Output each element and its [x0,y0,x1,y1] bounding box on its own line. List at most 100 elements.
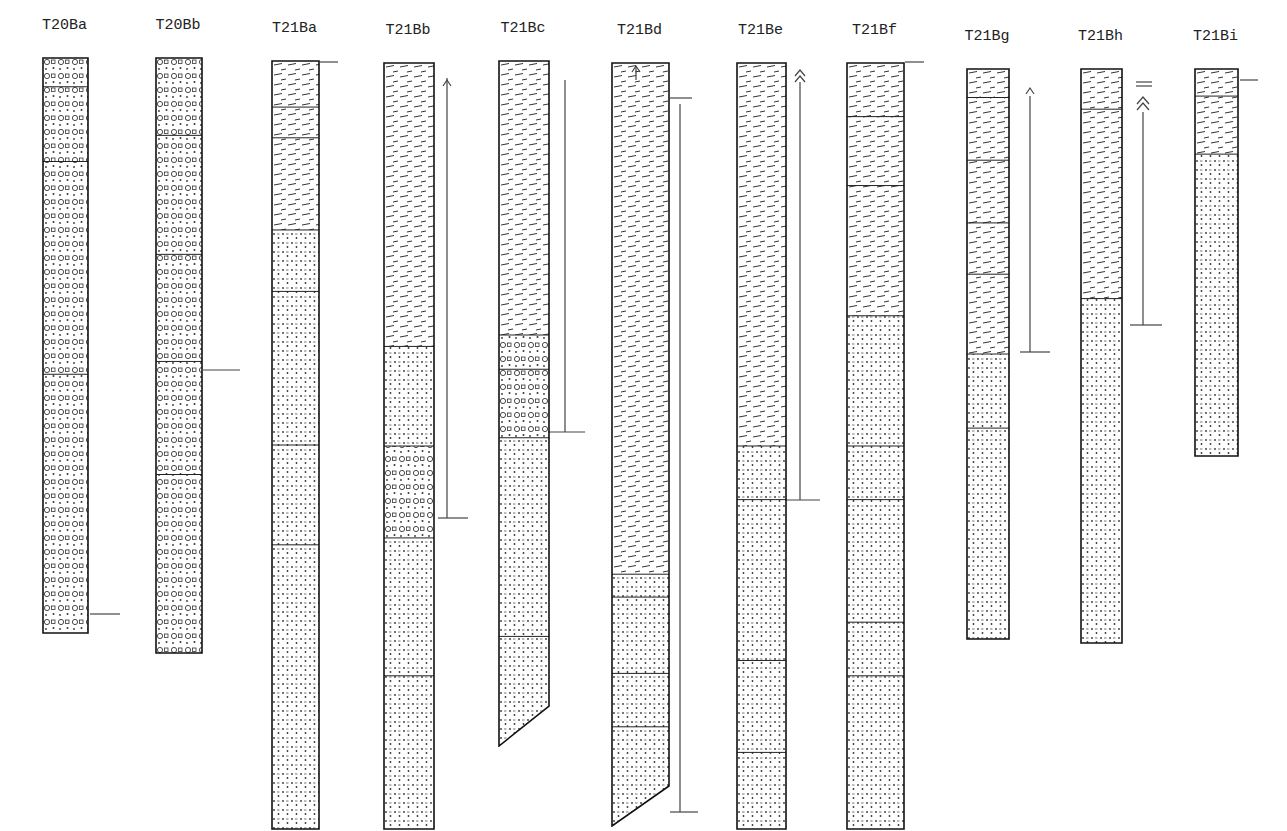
lithology-fill [737,446,786,829]
column-label: T21Bf [852,22,897,39]
lithology-fill [499,335,549,438]
column-outline [611,62,670,827]
lithology-fill [1195,154,1238,456]
bed-boundary [612,597,669,598]
section-column: T21Bi [1194,68,1237,455]
bed-boundary [847,446,904,447]
column-outline [498,60,550,747]
column-border [156,58,202,653]
bed-boundary [384,675,434,676]
bed-boundary [499,636,549,637]
bed-boundary [43,86,88,87]
bed-boundary [612,574,669,575]
bed-boundary [272,107,319,108]
section-column: T21Bb [383,62,433,828]
lithology-fill [847,63,904,316]
column-label: T21Bi [1193,28,1238,45]
column-outline [155,57,203,654]
column-label: T21Bd [617,22,662,39]
bed-boundary [499,369,549,370]
lithology-fill [43,58,88,633]
bed-boundary [847,315,904,316]
bed-boundary [272,291,319,292]
lithology-fill [272,61,319,230]
column-border [499,61,549,746]
section-column: T21Bh [1080,68,1121,642]
bed-boundary [43,161,88,162]
column-border [1195,69,1238,456]
lithology-fill [612,63,669,574]
column-label: T21Bh [1078,28,1123,45]
bed-boundary [272,544,319,545]
column-outline [271,60,320,830]
bed-boundary [967,428,1009,429]
column-border [612,63,669,826]
bed-boundary [1195,154,1238,155]
bed-boundary [156,254,202,255]
bed-boundary [1195,96,1238,97]
lithology-fill [499,61,549,335]
bed-boundary [384,537,434,538]
lithology-fill [1081,69,1122,299]
lithology-fill [737,63,786,446]
bed-boundary [156,361,202,362]
bed-boundary [737,660,786,661]
lithology-fill [384,63,434,346]
bed-boundary [156,474,202,475]
bed-boundary [612,726,669,727]
column-border [272,61,319,829]
lithology-fill [967,69,1009,354]
lithology-fill [1081,299,1122,643]
bed-boundary [737,752,786,753]
column-outline [1194,68,1239,457]
bed-boundary [967,222,1009,223]
column-outline [846,62,905,830]
lithology-fill [499,438,549,746]
lithology-fill [384,446,434,538]
bed-boundary [967,274,1009,275]
bed-boundary [272,229,319,230]
bed-boundary [847,185,904,186]
column-border [384,63,434,829]
bed-boundary [967,354,1009,355]
bed-boundary [847,499,904,500]
section-column: T21Bc [498,60,548,745]
lithology-fill [847,316,904,829]
bed-boundary [43,374,88,375]
bed-boundary [847,116,904,117]
bed-boundary [847,675,904,676]
column-label: T20Bb [155,17,200,34]
column-label: T21Bc [500,20,545,37]
lithology-fill [384,346,434,446]
column-label: T20Ba [42,17,87,34]
bed-boundary [1081,109,1122,110]
bed-boundary [384,346,434,347]
lithology-fill [156,58,202,653]
lithology-fill [1195,69,1238,154]
lithology-fill [967,354,1009,639]
bed-boundary [499,335,549,336]
bed-boundary [156,135,202,136]
section-column: T21Bd [611,62,668,825]
column-outline [736,62,787,830]
column-border [737,63,786,829]
section-column: T21Ba [271,60,318,828]
bed-boundary [737,446,786,447]
column-border [1081,69,1122,643]
column-label: T21Be [738,22,783,39]
bed-boundary [737,499,786,500]
section-column: T20Bb [155,57,201,652]
column-label: T21Bb [385,22,430,39]
bed-boundary [967,160,1009,161]
lithology-fill [272,230,319,829]
column-outline [966,68,1010,640]
column-label: T21Ba [272,20,317,37]
lithology-fill [612,574,669,826]
section-column: T21Be [736,62,785,828]
bed-boundary [272,445,319,446]
column-border [847,63,904,829]
column-border [43,58,88,633]
column-outline [42,57,89,634]
lithology-fill [384,538,434,829]
